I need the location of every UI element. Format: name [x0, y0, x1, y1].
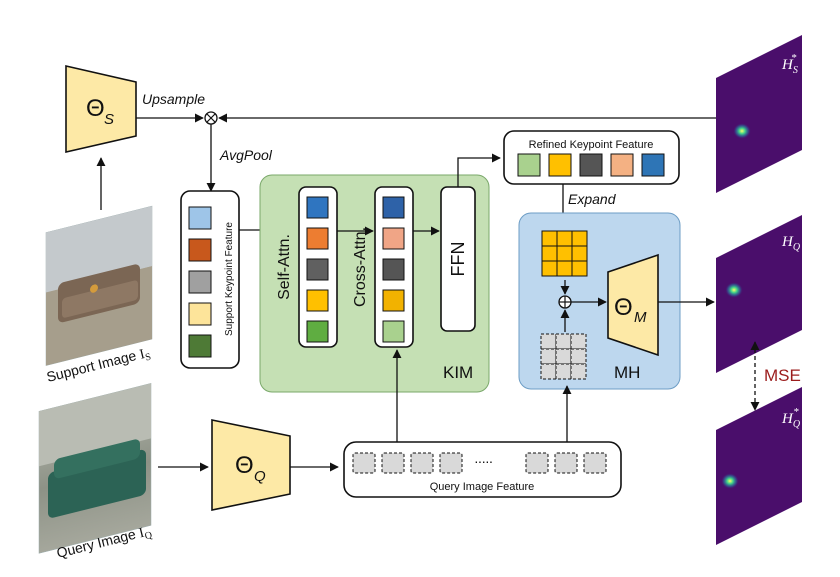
support-encoder-symbol: Θ — [86, 95, 105, 122]
query-feature-token-2 — [381, 452, 405, 474]
support-keypoint-token-3 — [188, 270, 212, 294]
query-grid-cell-8 — [555, 363, 572, 380]
cross-attn-token-5 — [382, 320, 405, 343]
self-attn-token-2 — [306, 227, 329, 250]
expand-label: Expand — [568, 191, 617, 207]
heatmap-hq: HQ — [716, 215, 802, 373]
query-grid-cell-7 — [540, 363, 557, 380]
cross-attn-token-2 — [382, 227, 405, 250]
hq-star-label: HQ* — [781, 406, 801, 430]
query-encoder-symbol: Θ — [235, 452, 254, 479]
support-keypoint-cells — [188, 206, 212, 358]
add-node — [558, 295, 572, 309]
self-attn-token-4 — [306, 289, 329, 312]
query-feature-ellipsis: ····· — [474, 453, 492, 469]
query-grid-cell-4 — [540, 348, 557, 365]
mh-label: MH — [614, 363, 640, 382]
support-keypoint-token-4 — [188, 302, 212, 326]
support-encoder-sub: S — [104, 111, 114, 128]
query-encoder: Θ Q — [211, 419, 291, 511]
expanded-grid-cell-3 — [571, 230, 588, 247]
cross-attn-token-4 — [382, 289, 405, 312]
query-feature-token-5 — [525, 452, 549, 474]
hs-star-label: HS* — [781, 52, 798, 76]
cross-attn-cells — [382, 196, 405, 343]
query-grid-cell-9 — [570, 363, 587, 380]
refined-keypoint-token-4 — [610, 153, 634, 177]
query-grid-cell-6 — [570, 348, 587, 365]
ffn-to-refined-arrow — [457, 153, 501, 187]
support-keypoint-label: Support Keypoint Feature — [224, 222, 235, 336]
expanded-grid-cell-6 — [571, 245, 588, 262]
support-keypoint-token-2 — [188, 238, 212, 262]
refined-keypoint-feature: Refined Keypoint Feature — [503, 130, 680, 185]
refined-keypoint-label: Refined Keypoint Feature — [529, 139, 654, 151]
cross-attn-token-1 — [382, 196, 405, 219]
upsample-label: Upsample — [142, 91, 205, 107]
query-image-feature: ····· Query Image Feature — [343, 441, 622, 498]
avgpool-label: AvgPool — [219, 147, 273, 163]
refined-keypoint-token-1 — [517, 153, 541, 177]
query-grid-cell-5 — [555, 348, 572, 365]
query-grid-cell-2 — [555, 333, 572, 350]
expanded-grid-cell-2 — [556, 230, 573, 247]
expanded-grid-cell-4 — [541, 245, 558, 262]
support-keypoint-token-1 — [188, 206, 212, 230]
expanded-keypoint-grid — [541, 230, 588, 277]
kim-block: KIM Self-Attn. Cross-Attn. FFN — [259, 174, 490, 393]
self-attn-token-5 — [306, 320, 329, 343]
refined-keypoint-cells — [517, 153, 665, 177]
refined-keypoint-token-2 — [548, 153, 572, 177]
query-feature-cells — [352, 452, 607, 474]
query-feature-token-4 — [439, 452, 463, 474]
multiply-node — [204, 111, 218, 125]
support-keypoint-feature: Support Keypoint Feature — [180, 190, 240, 369]
support-image — [45, 205, 153, 366]
mh-block: MH Θ M — [518, 212, 681, 390]
query-feature-token-6 — [554, 452, 578, 474]
query-feature-grid — [540, 333, 587, 380]
query-feature-token-3 — [410, 452, 434, 474]
query-feature-token-7 — [583, 452, 607, 474]
self-attn-token-3 — [306, 258, 329, 281]
self-attn-token-1 — [306, 196, 329, 219]
query-feature-token-1 — [352, 452, 376, 474]
expanded-grid-cell-9 — [571, 260, 588, 277]
support-keypoint-token-5 — [188, 334, 212, 358]
expanded-grid-cell-1 — [541, 230, 558, 247]
mse-label: MSE — [764, 366, 801, 385]
support-encoder: Θ S — [65, 64, 137, 154]
self-attn-cells — [306, 196, 329, 343]
matching-head-encoder: Θ M — [607, 253, 659, 357]
refined-keypoint-token-3 — [579, 153, 603, 177]
cross-attn-label: Cross-Attn. — [352, 227, 369, 307]
query-feature-label: Query Image Feature — [430, 481, 535, 493]
cross-attn-token-3 — [382, 258, 405, 281]
matching-encoder-symbol: Θ — [614, 294, 633, 321]
expanded-grid-cell-8 — [556, 260, 573, 277]
expanded-grid-cell-5 — [556, 245, 573, 262]
expanded-grid-cell-7 — [541, 260, 558, 277]
heatmap-hq-star: HQ* — [716, 387, 802, 545]
query-grid-cell-3 — [570, 333, 587, 350]
hq-label: HQ — [781, 234, 801, 253]
kim-label: KIM — [443, 363, 473, 382]
self-attn-label: Self-Attn. — [276, 234, 293, 300]
heatmap-hs-star: HS* — [716, 35, 802, 193]
matching-encoder-sub: M — [634, 309, 647, 326]
ffn-label: FFN — [448, 242, 468, 277]
refined-keypoint-token-5 — [641, 153, 665, 177]
query-grid-cell-1 — [540, 333, 557, 350]
query-image — [38, 383, 152, 554]
query-encoder-sub: Q — [254, 468, 266, 485]
